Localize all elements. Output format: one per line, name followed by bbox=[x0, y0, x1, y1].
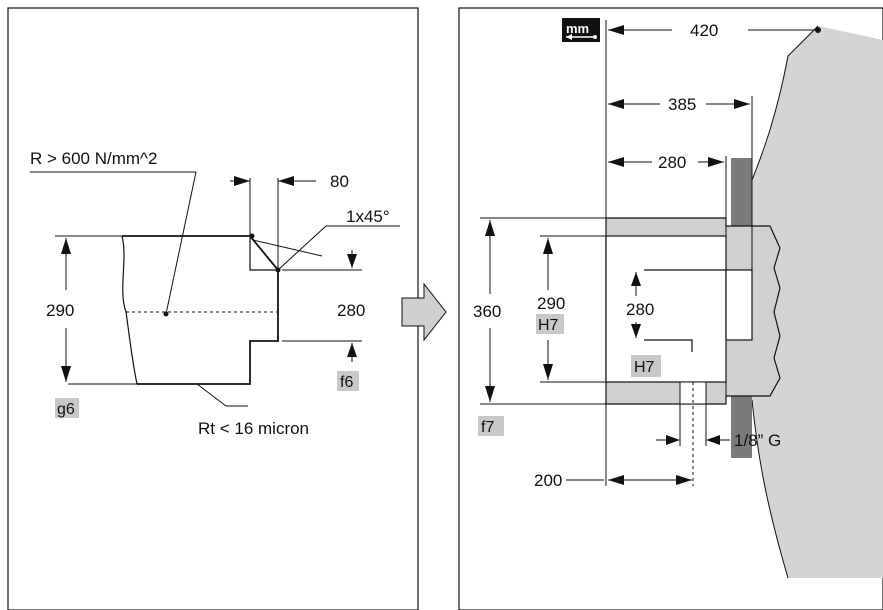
dim-280-shoulder-label: 280 bbox=[337, 301, 365, 320]
tol-f6-label: f6 bbox=[340, 374, 353, 391]
dim-420-label: 420 bbox=[690, 21, 718, 40]
dim-290-bore-label: 290 bbox=[537, 294, 565, 313]
tol-h7-bore-bg bbox=[536, 314, 564, 334]
dim-280-length bbox=[608, 156, 727, 218]
machine-wall bbox=[752, 26, 883, 578]
dim-80-label: 80 bbox=[330, 172, 349, 191]
dim-420 bbox=[605, 20, 821, 218]
tol-g6-label: g6 bbox=[57, 401, 75, 418]
tol-h7-inner-label: H7 bbox=[634, 359, 655, 376]
tol-h7-inner-bg bbox=[631, 355, 661, 377]
dim-280-shoulder bbox=[282, 250, 362, 362]
dim-290-shaft bbox=[55, 235, 137, 385]
dim-280-length-label: 280 bbox=[658, 153, 686, 172]
right-arrow-icon bbox=[401, 282, 447, 342]
roughness-label: Rt < 16 micron bbox=[198, 419, 309, 438]
dim-80 bbox=[230, 176, 316, 270]
dim-360-label: 360 bbox=[473, 302, 501, 321]
strength-label: R > 600 N/mm^2 bbox=[30, 149, 158, 168]
dim-290-shaft-label: 290 bbox=[46, 301, 74, 320]
dim-200 bbox=[566, 404, 692, 486]
dim-385 bbox=[608, 96, 753, 270]
tol-f6-bg bbox=[337, 371, 359, 391]
tol-h7-bore-label: H7 bbox=[538, 317, 559, 334]
chamfer-leader bbox=[249, 225, 400, 273]
dim-360 bbox=[480, 217, 606, 405]
chamfer-label: 1x45° bbox=[346, 207, 390, 226]
tol-f7-bg bbox=[478, 416, 504, 436]
dim-200-label: 200 bbox=[534, 471, 562, 490]
left-panel-frame bbox=[7, 7, 419, 610]
dim-385-label: 385 bbox=[668, 95, 696, 114]
dim-280-inner-label: 280 bbox=[626, 300, 654, 319]
tol-g6-bg bbox=[55, 398, 79, 418]
dim-290-bore bbox=[540, 235, 606, 383]
thread-dim bbox=[656, 404, 730, 446]
svg-text:mm: mm bbox=[566, 21, 589, 36]
strength-leader bbox=[30, 171, 197, 317]
mm-ruler-icon: mm bbox=[562, 18, 600, 42]
thread-label: 1/8” G bbox=[734, 431, 781, 450]
inner-profile bbox=[644, 269, 726, 352]
tol-f7-label: f7 bbox=[481, 419, 494, 436]
dim-280-inner bbox=[631, 272, 641, 338]
roughness-leader bbox=[185, 383, 248, 407]
